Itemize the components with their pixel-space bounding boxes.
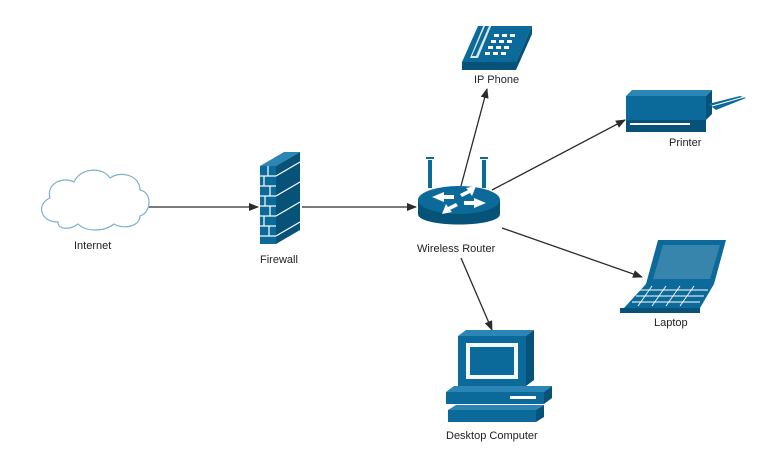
firewall-icon [260, 152, 301, 244]
cloud-icon [41, 169, 150, 231]
printer-icon [626, 90, 746, 132]
edge-router-to-printer [491, 119, 626, 191]
firewall-label: Firewall [260, 254, 298, 266]
desktop-computer-label: Desktop Computer [446, 430, 538, 442]
connections [148, 88, 643, 331]
ip-phone-icon [462, 21, 532, 70]
laptop-label: Laptop [654, 317, 688, 329]
laptop-icon [620, 240, 726, 313]
desktop-computer-icon [446, 330, 552, 422]
edge-router-to-desktop [460, 257, 493, 331]
internet-label: Internet [74, 240, 112, 252]
ip-phone-label: IP Phone [474, 74, 520, 86]
edge-router-to-phone [460, 88, 489, 187]
wireless-router-icon [418, 157, 500, 225]
printer-label: Printer [669, 137, 702, 149]
edge-router-to-laptop [501, 227, 643, 278]
wireless-router-label: Wireless Router [417, 243, 496, 255]
